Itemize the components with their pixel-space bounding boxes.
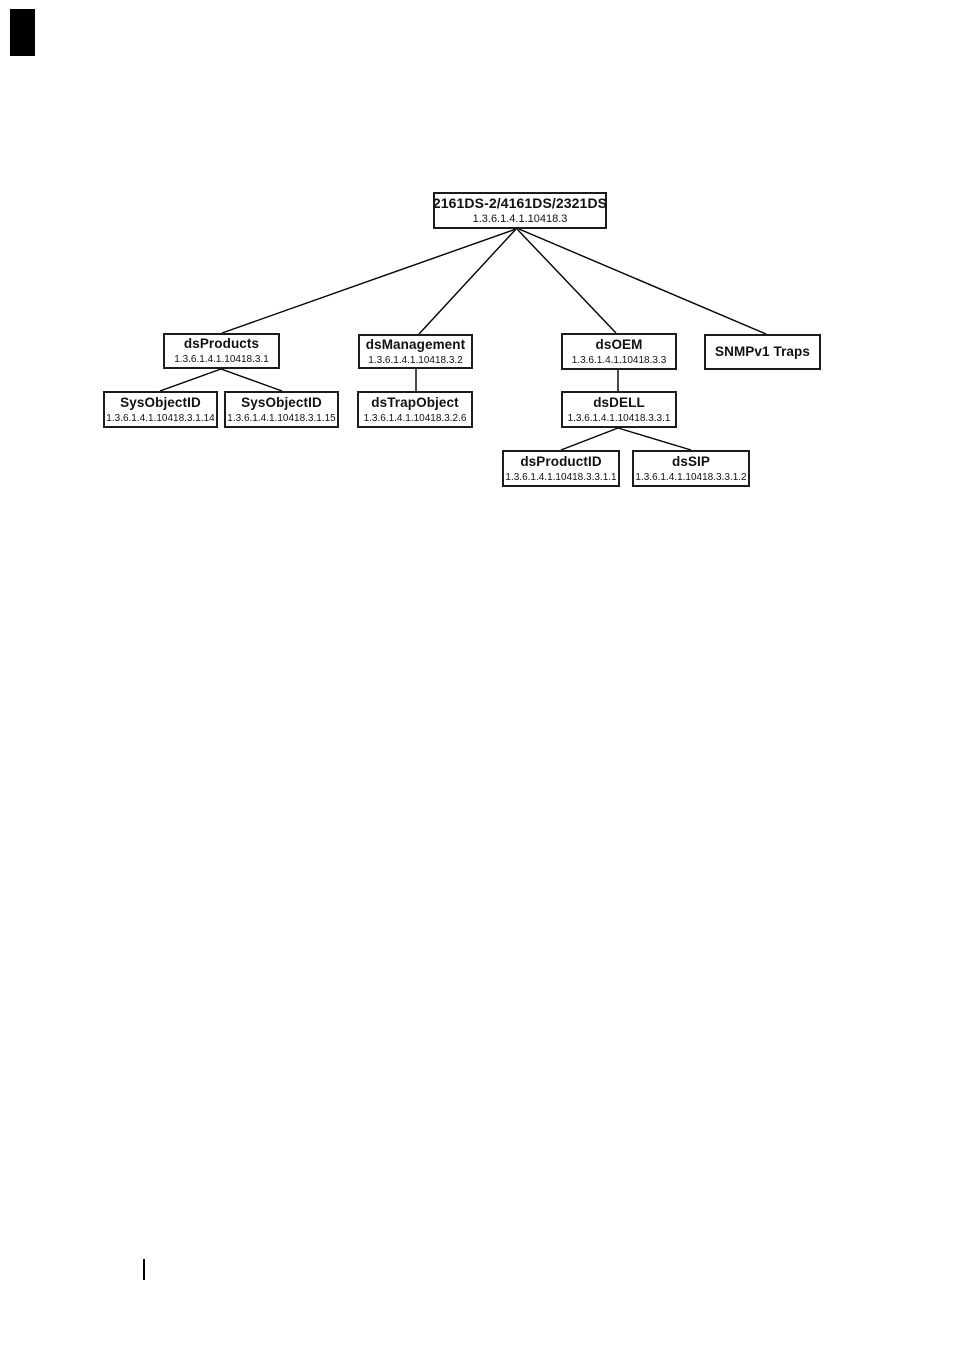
node-dsmanagement: dsManagement 1.3.6.1.4.1.10418.3.2	[358, 334, 473, 369]
page-corner-scan-mark	[10, 9, 35, 56]
node-dsdell: dsDELL 1.3.6.1.4.1.10418.3.3.1	[561, 391, 677, 428]
node-sysobjectid-14: SysObjectID 1.3.6.1.4.1.10418.3.1.14	[103, 391, 218, 428]
node-oid: 1.3.6.1.4.1.10418.3.1.15	[227, 412, 336, 424]
node-oid: 1.3.6.1.4.1.10418.3.3.1.1	[505, 471, 617, 483]
node-title: dsManagement	[365, 336, 466, 352]
node-title: dsDELL	[593, 394, 645, 410]
node-snmpv1-traps: SNMPv1 Traps	[704, 334, 821, 370]
node-oid: 1.3.6.1.4.1.10418.3.3.1.2	[635, 471, 747, 483]
page-margin-tick-mark	[143, 1259, 145, 1280]
node-oid: 1.3.6.1.4.1.10418.3.2.6	[363, 412, 467, 424]
node-dsproductid: dsProductID 1.3.6.1.4.1.10418.3.3.1.1	[502, 450, 620, 487]
node-title: SysObjectID	[241, 394, 322, 410]
node-title: dsOEM	[595, 336, 643, 352]
node-title: SNMPv1 Traps	[715, 344, 810, 360]
node-dssip: dsSIP 1.3.6.1.4.1.10418.3.3.1.2	[632, 450, 750, 487]
node-oid: 1.3.6.1.4.1.10418.3.1.14	[106, 412, 215, 424]
node-oid: 1.3.6.1.4.1.10418.3	[472, 213, 568, 226]
node-title: dsProducts	[183, 336, 260, 352]
node-dsoem: dsOEM 1.3.6.1.4.1.10418.3.3	[561, 333, 677, 370]
node-root-2161ds: 2161DS-2/4161DS/2321DS 1.3.6.1.4.1.10418…	[433, 192, 607, 229]
node-title: SysObjectID	[120, 394, 201, 410]
node-title: dsProductID	[520, 453, 602, 469]
node-oid: 1.3.6.1.4.1.10418.3.2	[368, 354, 463, 366]
node-oid: 1.3.6.1.4.1.10418.3.1	[174, 354, 269, 365]
node-dsproducts: dsProducts 1.3.6.1.4.1.10418.3.1	[163, 333, 280, 369]
node-oid: 1.3.6.1.4.1.10418.3.3.1	[567, 412, 671, 424]
node-title: dsSIP	[671, 453, 710, 469]
node-title: 2161DS-2/4161DS/2321DS	[432, 195, 608, 212]
node-title: dsTrapObject	[371, 394, 459, 410]
node-dstrapobject: dsTrapObject 1.3.6.1.4.1.10418.3.2.6	[357, 391, 473, 428]
node-sysobjectid-15: SysObjectID 1.3.6.1.4.1.10418.3.1.15	[224, 391, 339, 428]
node-oid: 1.3.6.1.4.1.10418.3.3	[571, 354, 667, 366]
